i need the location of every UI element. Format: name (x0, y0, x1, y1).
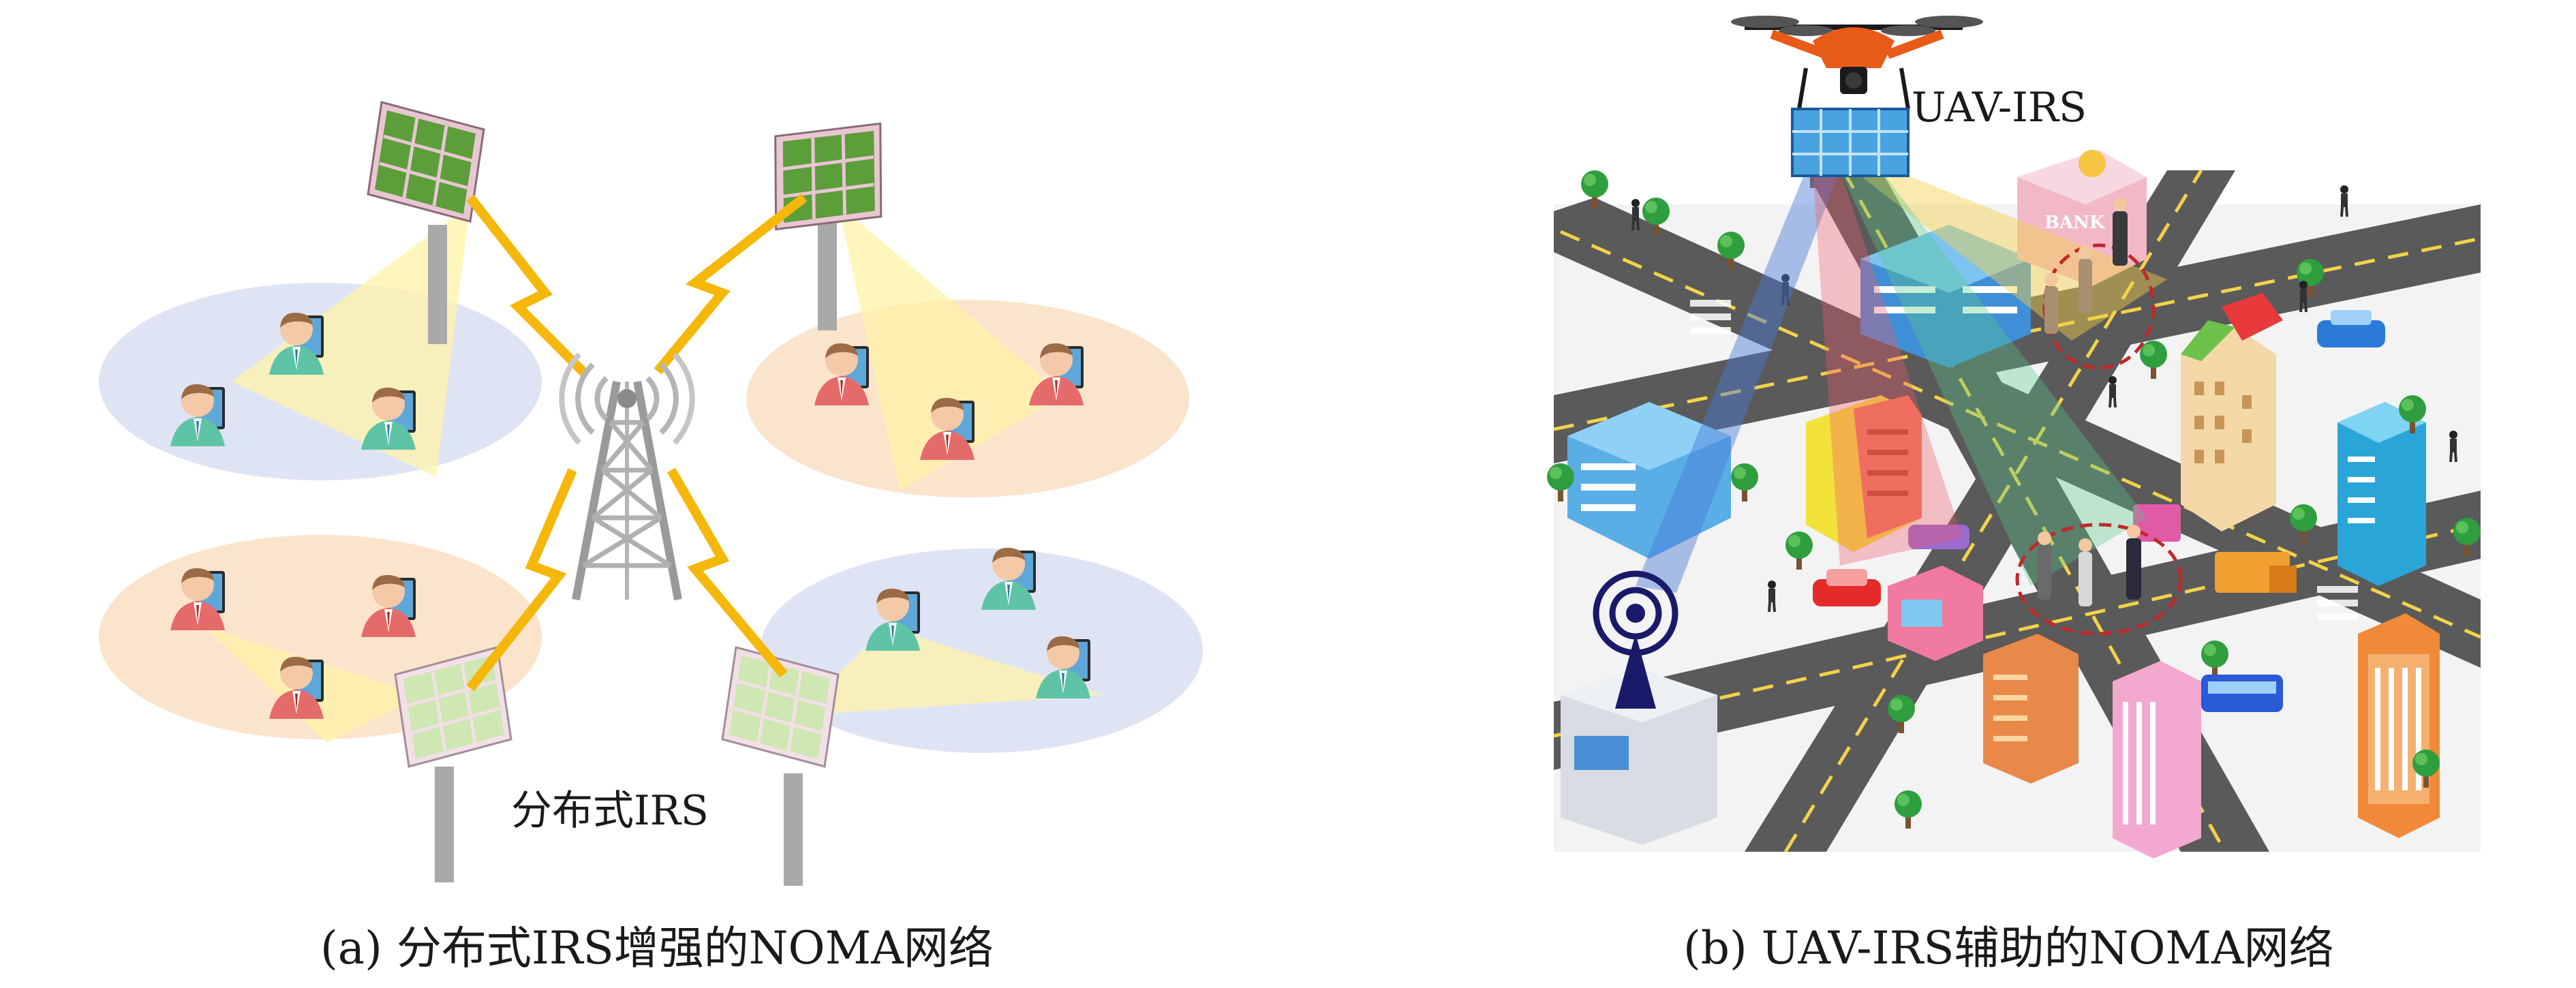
panel-b-uav-irs-city: BANK (1547, 16, 2482, 859)
lightning-to-irs-bottom-left (466, 468, 577, 692)
irs-beam-top-right (838, 204, 1063, 491)
uav-beam-green (1840, 170, 2147, 586)
panel-a-distributed-irs: 分布式IRS (99, 102, 1203, 886)
caption-panel-b: (b) UAV-IRS辅助的NOMA网络 (1683, 922, 2334, 974)
business-people-group-bottom (2038, 525, 2141, 606)
building-beige-tower (2181, 293, 2283, 531)
caption-panel-a: (a) 分布式IRS增强的NOMA网络 (320, 922, 994, 974)
building-shop (1888, 566, 1983, 661)
lightning-to-irs-top-left (466, 194, 589, 378)
lightning-to-irs-bottom-right (666, 467, 788, 678)
building-blue-center (1860, 225, 2031, 368)
irs-panel-top-left (368, 102, 484, 221)
building-yellow (1806, 395, 1922, 552)
uav-beam-red (1813, 170, 1963, 566)
base-station-antenna-icon (1593, 570, 1678, 709)
building-orange-left (1983, 634, 2079, 784)
car-purple (1908, 525, 1969, 549)
truck-orange (2215, 552, 2297, 593)
car-red (1813, 569, 1881, 606)
user-cluster-intersection (2015, 523, 2183, 636)
uav-irs-label: UAV-IRS (1912, 84, 2087, 132)
building-pink-tower (2113, 661, 2201, 859)
building-blue-left (1567, 402, 1731, 559)
business-people-group-top (2044, 198, 2128, 334)
uav-beam-blue (1636, 170, 1840, 593)
uav-irs-panel (1791, 108, 1910, 177)
bank-sign: BANK (2044, 213, 2106, 233)
car-blue-top (2317, 310, 2385, 348)
base-station-tower-icon (559, 352, 695, 601)
distributed-irs-label: 分布式IRS (511, 787, 709, 835)
bus-blue (2201, 675, 2283, 712)
irs-panel-top-right (763, 109, 894, 243)
uav-drone-icon (1731, 16, 1983, 110)
building-orange-right (2358, 613, 2440, 838)
lightning-to-irs-top-right (654, 194, 808, 375)
